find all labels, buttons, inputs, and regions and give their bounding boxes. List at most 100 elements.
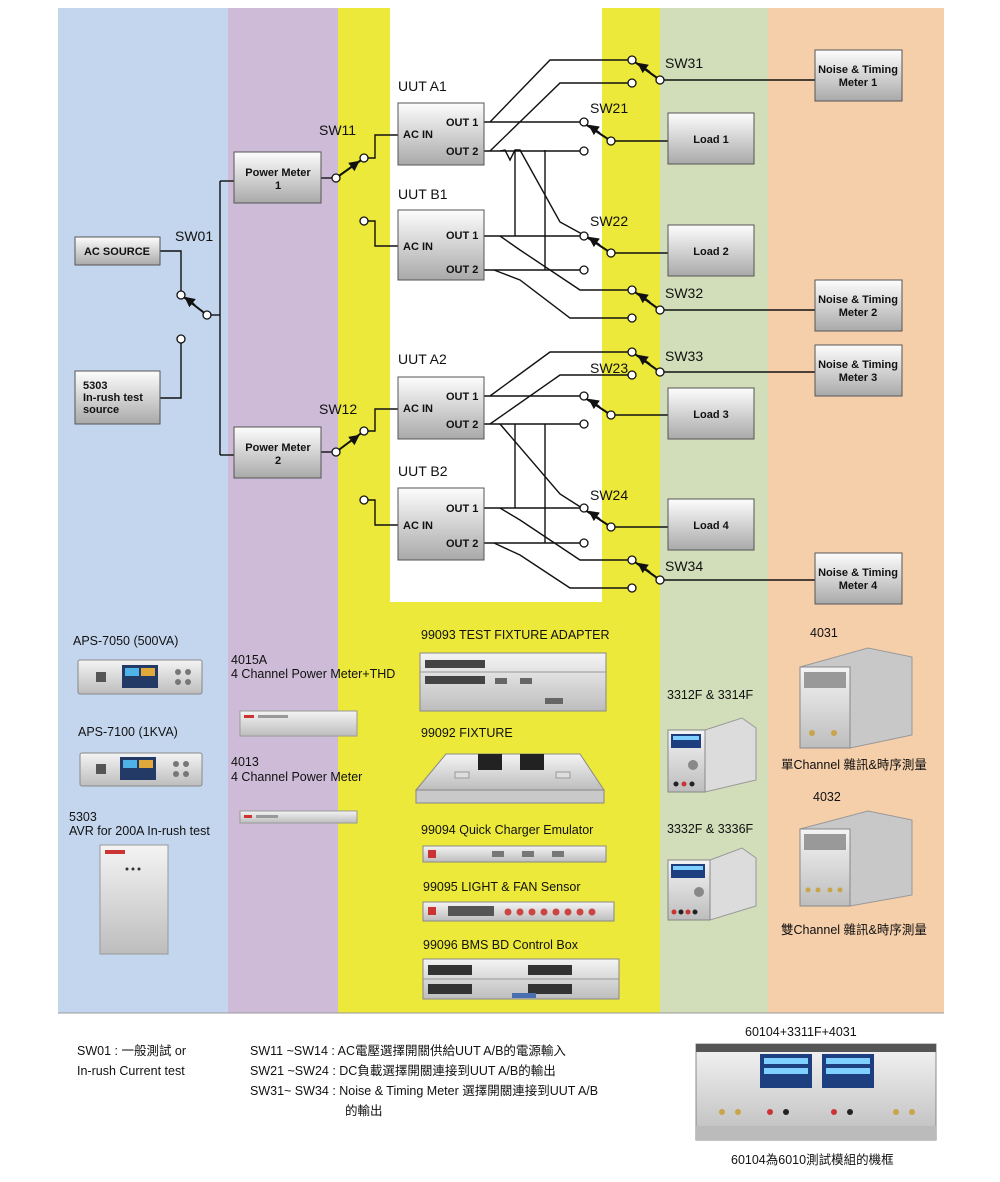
sw34-label: SW34 [665, 558, 703, 574]
aps-7050-device [77, 659, 203, 695]
svg-text:Meter 4: Meter 4 [839, 580, 878, 592]
sw31-label: SW31 [665, 55, 703, 71]
inrush-source-box: 5303 In-rush test source [74, 370, 161, 425]
p4032-label: 4032 [813, 790, 841, 804]
note-sw21: SW21 ~SW24 : DC負載選擇開關連接到UUT A/B的輸出 [250, 1063, 556, 1078]
svg-text:UUT B2: UUT B2 [398, 463, 448, 479]
notes: SW01 : 一般測試 or In-rush Current test SW11… [77, 1043, 598, 1118]
svg-text:AC IN: AC IN [403, 403, 433, 415]
switch-nodes [176, 55, 665, 593]
p99095-label: 99095 LIGHT & FAN Sensor [423, 880, 581, 894]
sw33-label: SW33 [665, 348, 703, 364]
p5303-model: 5303 [69, 810, 97, 824]
load-4-box: Load 4 [667, 498, 755, 551]
load-1-box: Load 1 [667, 112, 755, 165]
svg-text:OUT 2: OUT 2 [446, 538, 478, 550]
note-sw31: SW31~ SW34 : Noise & Timing Meter 選擇開關連接… [250, 1083, 598, 1098]
svg-text:AC IN: AC IN [403, 241, 433, 253]
svg-text:Meter 2: Meter 2 [839, 307, 878, 319]
load-3-box: Load 3 [667, 387, 755, 440]
svg-text:AC SOURCE: AC SOURCE [84, 246, 150, 258]
p5303-desc: AVR for 200A In-rush test [69, 824, 210, 838]
p4015a-desc: 4 Channel Power Meter+THD [231, 667, 395, 681]
svg-text:Noise & Timing: Noise & Timing [818, 294, 898, 306]
sw23-label: SW23 [590, 360, 628, 376]
svg-text:Load 3: Load 3 [693, 409, 728, 421]
p4015a-device [239, 710, 358, 737]
aps-7100-device [79, 752, 203, 787]
svg-text:5303: 5303 [83, 380, 107, 392]
uut-b1: UUT B1 AC IN OUT 1 OUT 2 [397, 186, 485, 281]
svg-text:OUT 2: OUT 2 [446, 264, 478, 276]
svg-text:UUT A1: UUT A1 [398, 78, 447, 94]
svg-text:Load 2: Load 2 [693, 246, 728, 258]
sw24-label: SW24 [590, 487, 628, 503]
p99093-device [419, 652, 607, 712]
p4032-device [799, 810, 913, 907]
svg-text:AC IN: AC IN [403, 129, 433, 141]
noise-meter-2-box: Noise & Timing Meter 2 [814, 279, 903, 332]
svg-text:1: 1 [275, 180, 281, 192]
svg-text:Power Meter: Power Meter [245, 167, 311, 179]
power-meter-1-box: Power Meter 1 [233, 151, 322, 204]
p60104-label: 60104+3311F+4031 [745, 1025, 857, 1039]
sw12-label: SW12 [319, 401, 357, 417]
svg-text:Noise & Timing: Noise & Timing [818, 359, 898, 371]
p4031-device [799, 647, 913, 749]
p4013-device [239, 810, 358, 824]
svg-text:source: source [83, 404, 119, 416]
svg-text:Noise & Timing: Noise & Timing [818, 567, 898, 579]
p4031-desc: 單Channel 雜訊&時序測量 [781, 757, 927, 772]
noise-meter-3-box: Noise & Timing Meter 3 [814, 344, 903, 397]
p99095-device [422, 901, 615, 922]
product-section: APS-7050 (500VA) APS-7100 (1KVA) 5303 AV… [69, 626, 927, 1000]
p3312f-device [667, 717, 757, 793]
p60104-device [695, 1043, 937, 1141]
noise-meter-4-box: Noise & Timing Meter 4 [814, 552, 903, 605]
uut-a2: UUT A2 AC IN OUT 1 OUT 2 [397, 351, 485, 440]
p60104-desc: 60104為6010測試模組的機框 [731, 1152, 894, 1167]
p3312f-label: 3312F & 3314F [667, 688, 754, 702]
svg-text:Meter 1: Meter 1 [839, 77, 878, 89]
svg-text:OUT 1: OUT 1 [446, 503, 478, 515]
ac-source-box: AC SOURCE [74, 236, 161, 266]
svg-text:Power Meter: Power Meter [245, 442, 311, 454]
p3332f-label: 3332F & 3336F [667, 822, 754, 836]
svg-text:Meter 3: Meter 3 [839, 372, 878, 384]
svg-text:OUT 2: OUT 2 [446, 146, 478, 158]
svg-text:Load 1: Load 1 [693, 134, 728, 146]
svg-text:UUT A2: UUT A2 [398, 351, 447, 367]
sw01-label: SW01 [175, 228, 213, 244]
p60104-block: 60104+3311F+4031 60104為6010測試模組的機框 [695, 1025, 937, 1167]
sw32-label: SW32 [665, 285, 703, 301]
uut-b2: UUT B2 AC IN OUT 1 OUT 2 [397, 463, 485, 561]
p4031-label: 4031 [810, 626, 838, 640]
p4013-desc: 4 Channel Power Meter [231, 770, 362, 784]
p3332f-device [667, 847, 757, 921]
sw21-label: SW21 [590, 100, 628, 116]
svg-text:2: 2 [275, 455, 281, 467]
uut-a1: UUT A1 AC IN OUT 1 OUT 2 [397, 78, 485, 166]
p99092-label: 99092 FIXTURE [421, 726, 513, 740]
note-sw01-line2: In-rush Current test [77, 1064, 185, 1078]
switch-labels: SW01 SW11 SW12 SW21 SW22 SW23 SW24 SW31 … [175, 55, 703, 574]
noise-meter-1-box: Noise & Timing Meter 1 [814, 49, 903, 102]
svg-text:AC IN: AC IN [403, 520, 433, 532]
svg-text:OUT 1: OUT 1 [446, 117, 478, 129]
svg-text:OUT 1: OUT 1 [446, 391, 478, 403]
p99092-device [414, 753, 605, 804]
aps-7050-label: APS-7050 (500VA) [73, 634, 178, 648]
p4032-desc: 雙Channel 雜訊&時序測量 [781, 922, 927, 937]
p99096-device [422, 958, 620, 1000]
p4013-model: 4013 [231, 755, 259, 769]
note-sw31-cont: 的輸出 [345, 1103, 383, 1118]
svg-text:Load 4: Load 4 [693, 520, 729, 532]
svg-text:OUT 2: OUT 2 [446, 419, 478, 431]
p99094-label: 99094 Quick Charger Emulator [421, 823, 593, 837]
note-sw11: SW11 ~SW14 : AC電壓選擇開關供給UUT A/B的電源輸入 [250, 1043, 566, 1058]
p99094-device [422, 845, 607, 863]
svg-text:UUT B1: UUT B1 [398, 186, 448, 202]
svg-text:OUT 1: OUT 1 [446, 230, 478, 242]
